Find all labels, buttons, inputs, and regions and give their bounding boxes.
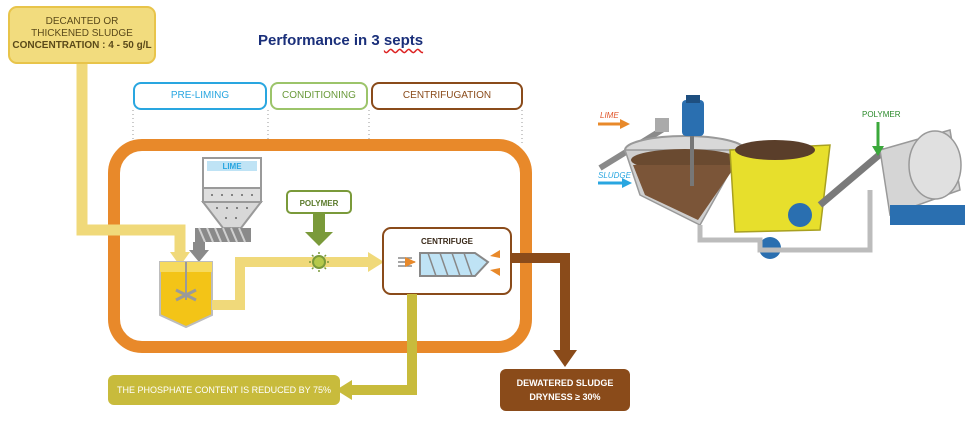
input-sludge-box: DECANTED OR THICKENED SLUDGE CONCENTRATI… — [8, 6, 156, 64]
illustration-polymer-label: POLYMER — [862, 110, 901, 119]
title-text: Performance in 3 — [258, 32, 384, 49]
stage-pre-liming: PRE-LIMING — [133, 82, 267, 110]
centrifuge — [382, 227, 512, 295]
illustration-lime-label: LIME — [600, 111, 619, 120]
plant-illustration — [590, 95, 965, 270]
input-concentration: CONCENTRATION : 4 - 50 g/L — [12, 40, 152, 51]
input-pipe-arrowhead — [170, 252, 190, 266]
input-line-2: THICKENED SLUDGE — [31, 28, 133, 39]
lime-hopper — [189, 157, 264, 262]
mixing-tank — [159, 261, 213, 329]
stage-label-pre-liming: PRE-LIMING — [170, 90, 230, 101]
phosphate-output-text: THE PHOSPHATE CONTENT IS REDUCED BY 75% — [116, 385, 332, 395]
input-line-1: DECANTED OR — [45, 16, 119, 27]
dewatered-sludge-line-2: DRYNESS ≥ 30% — [529, 392, 601, 402]
stage-label-centrifugation: CENTRIFUGATION — [402, 90, 492, 101]
stage-centrifugation: CENTRIFUGATION — [371, 82, 523, 110]
title-text-misspelled: septs — [383, 32, 424, 49]
polymer-injection — [286, 190, 352, 272]
dewatered-sludge-box: DEWATERED SLUDGE DRYNESS ≥ 30% — [500, 369, 630, 411]
centrate-arrowhead — [336, 380, 352, 400]
dewatered-sludge-line-1: DEWATERED SLUDGE — [516, 378, 614, 388]
sludge-outlet-arrowhead — [553, 350, 577, 367]
centrifuge-label: CENTRIFUGE — [421, 237, 474, 246]
stage-label-conditioning: CONDITIONING — [282, 90, 356, 101]
illustration-sludge-label: SLUDGE — [598, 171, 632, 180]
stage-conditioning: CONDITIONING — [270, 82, 368, 110]
phosphate-output-box: THE PHOSPHATE CONTENT IS REDUCED BY 75% — [108, 375, 340, 405]
centrate-pipe — [348, 294, 417, 395]
tank-to-centrifuge-arrowhead — [368, 252, 384, 272]
page-title: Performance in 3 septs — [258, 32, 423, 49]
input-pipe — [76, 64, 186, 258]
lime-label: LIME — [222, 162, 242, 171]
process-frame — [108, 139, 532, 353]
sludge-outlet-pipe — [511, 253, 570, 352]
polymer-label: POLYMER — [300, 199, 339, 208]
tank-to-centrifuge-pipe — [212, 257, 372, 310]
